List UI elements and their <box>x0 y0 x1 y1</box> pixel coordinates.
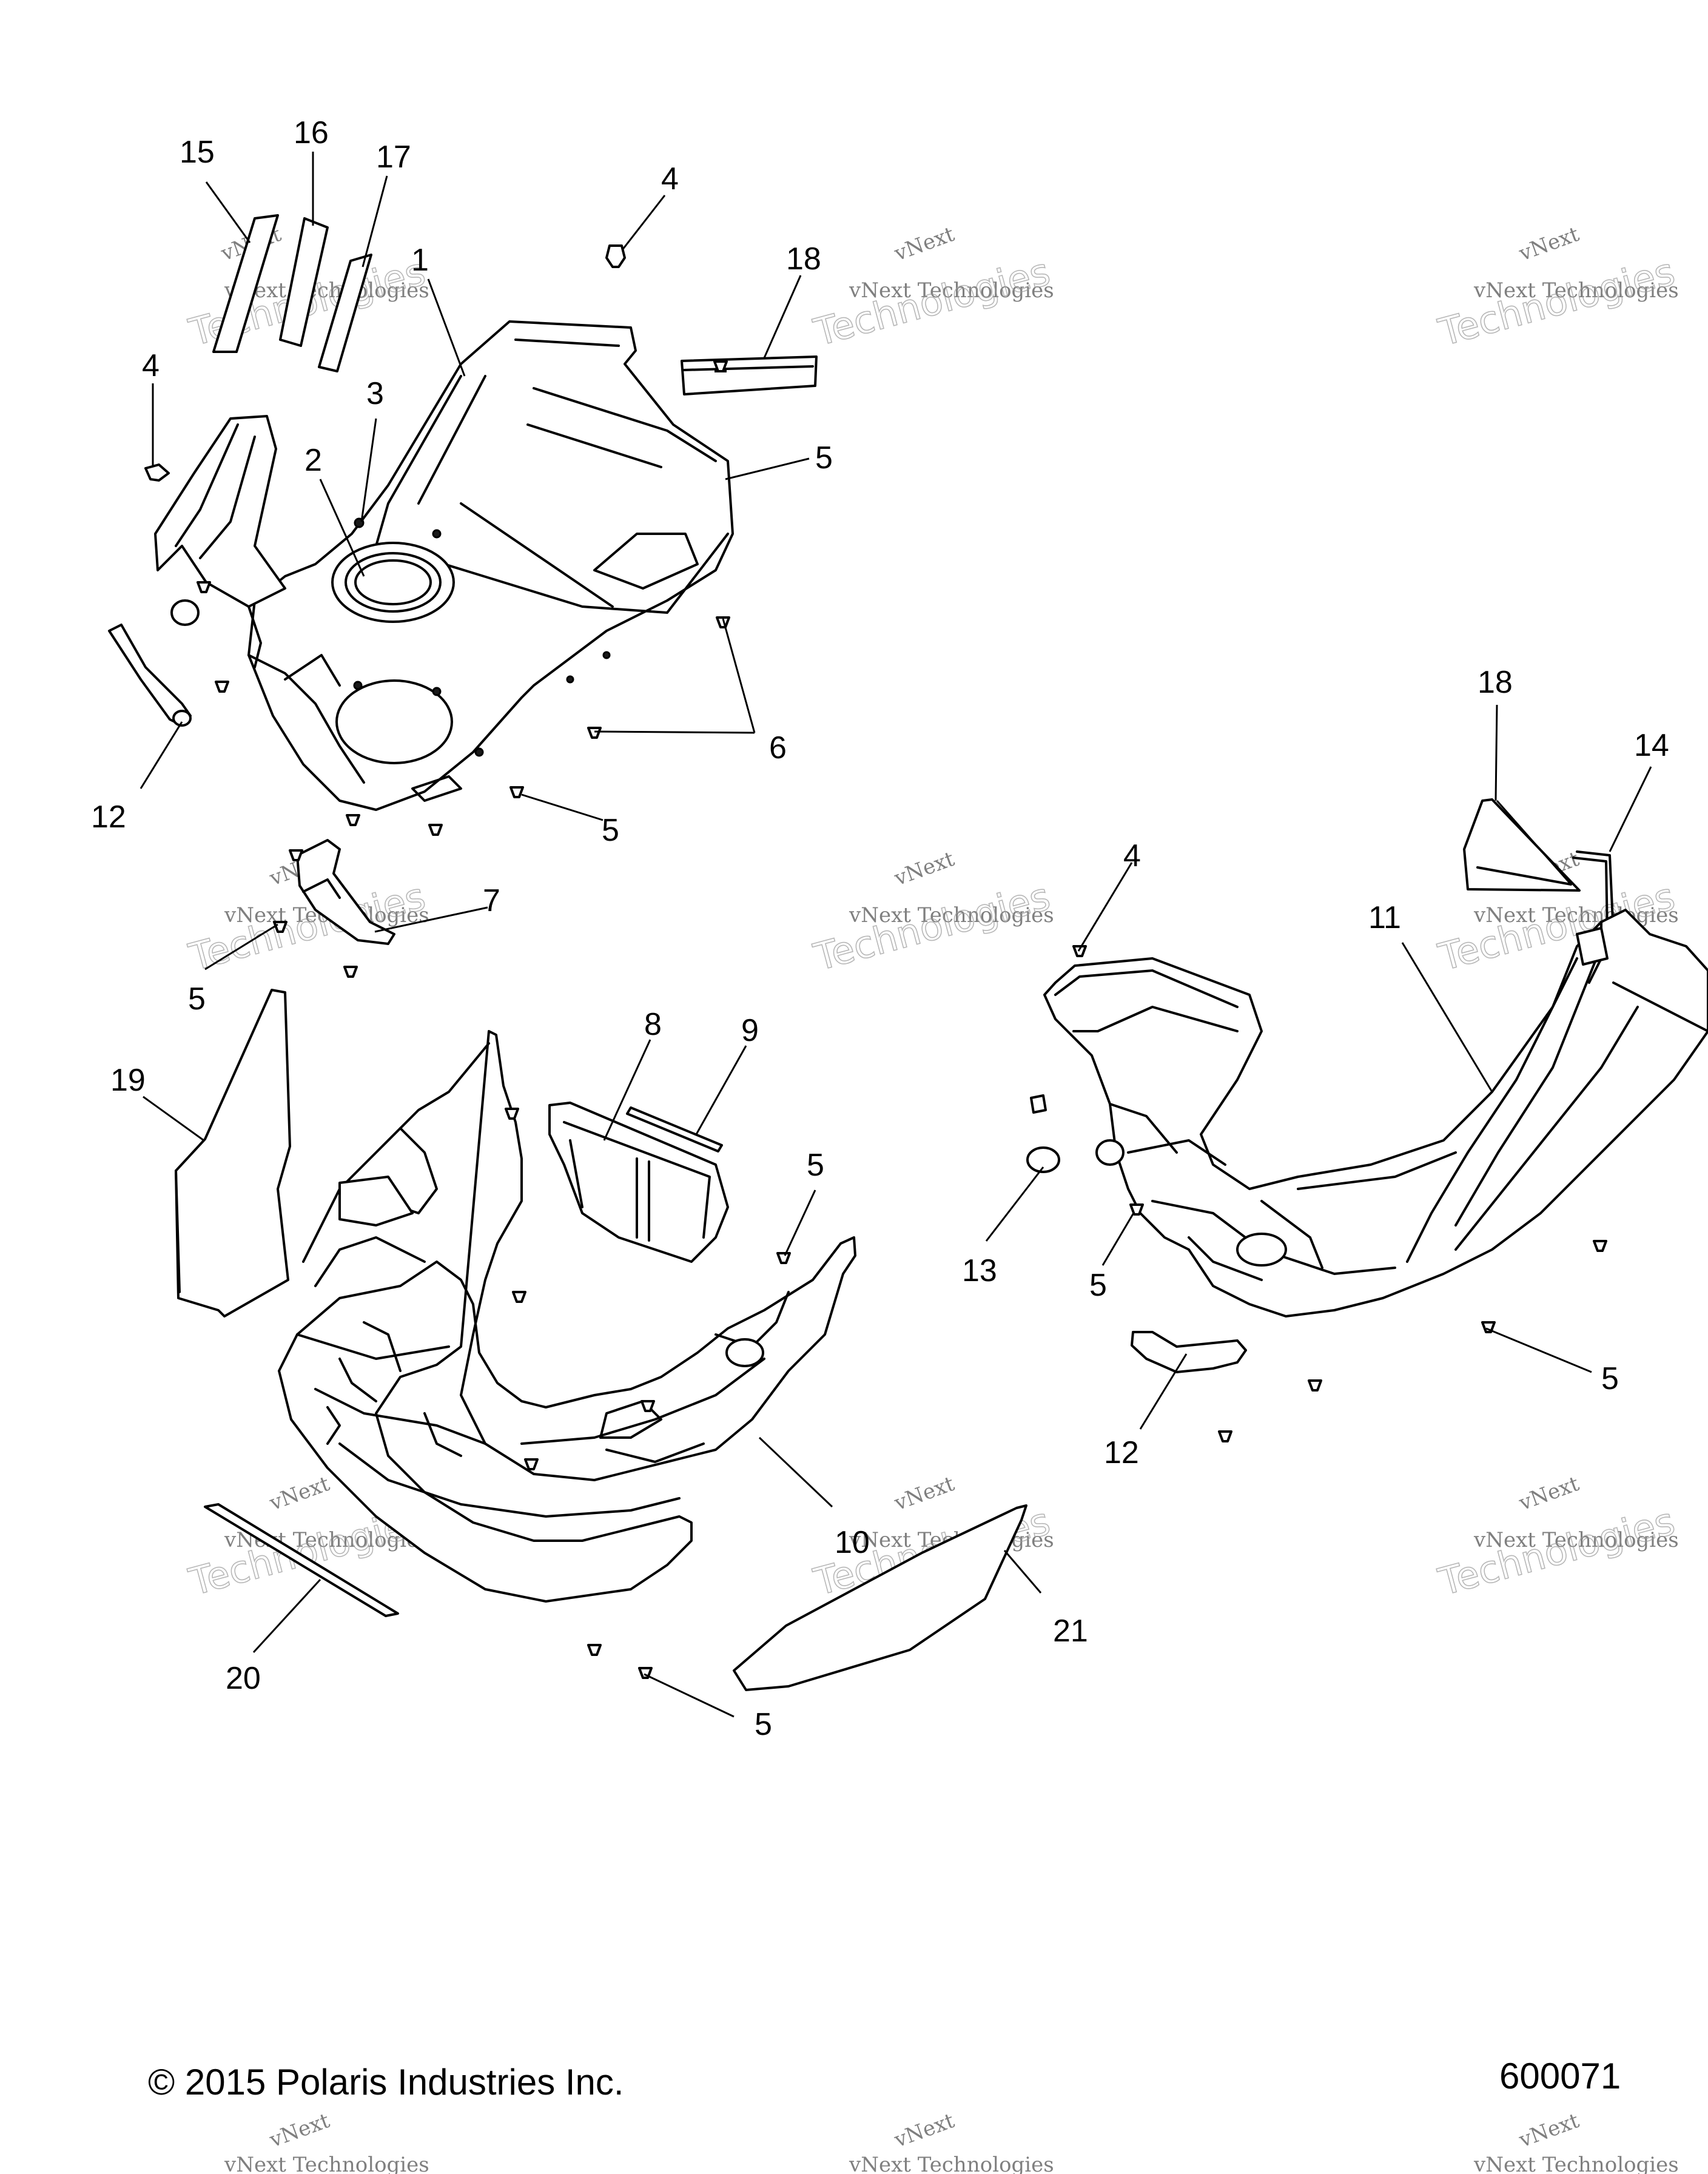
lower-panel-10 <box>278 1030 856 1603</box>
grommet <box>170 599 200 626</box>
watermark-top: vNext <box>1515 222 1582 266</box>
hood-panel-1 <box>247 320 734 811</box>
watermark-top: vNext <box>1515 2108 1582 2153</box>
watermark-top: vNext <box>266 2108 333 2153</box>
callout-20: 20 <box>226 1661 261 1696</box>
watermark-line: vNext Technologies <box>1473 278 1679 303</box>
callout-5: 5 <box>815 440 833 476</box>
callout-16: 16 <box>294 115 329 150</box>
callout-2: 2 <box>304 443 322 478</box>
copyright-notice: © 2015 Polaris Industries Inc. <box>148 2062 624 2102</box>
trim-12-right <box>1131 1331 1247 1373</box>
watermark-line: vNext Technologies <box>849 278 1054 303</box>
callout-18: 18 <box>1478 665 1513 700</box>
decal-20 <box>204 1503 399 1617</box>
callout-21: 21 <box>1053 1614 1088 1649</box>
watermark-top: vNext <box>1515 1472 1582 1516</box>
decal-18-top <box>681 355 818 395</box>
watermark-top: vNext <box>890 1472 958 1516</box>
callout-8: 8 <box>644 1007 662 1042</box>
decal-16 <box>279 217 329 347</box>
watermark-line: vNext Technologies <box>1473 1528 1679 1552</box>
leader-lines <box>140 152 1652 1718</box>
callout-5: 5 <box>1089 1268 1107 1303</box>
upper-hood-assembly <box>108 214 818 978</box>
callout-5: 5 <box>602 813 619 848</box>
callout-4: 4 <box>142 348 160 383</box>
callout-12: 12 <box>91 799 126 835</box>
watermark-top: vNext <box>890 847 958 891</box>
plug-13 <box>1026 1146 1060 1173</box>
watermark-top: vNext <box>890 2108 958 2153</box>
callout-18: 18 <box>786 241 821 277</box>
watermark-top: vNext <box>890 222 958 266</box>
vent-8 <box>548 1102 729 1263</box>
watermark-line: vNext Technologies <box>849 2153 1054 2174</box>
lower-hood-assembly <box>175 989 1027 1691</box>
decal-9 <box>626 1106 723 1153</box>
callout-19: 19 <box>110 1063 146 1098</box>
callout-12: 12 <box>1104 1435 1139 1470</box>
right-hood-assembly <box>1026 798 1708 1442</box>
pin-14 <box>1576 850 1615 935</box>
side-duct <box>154 415 286 608</box>
callout-5: 5 <box>1601 1361 1619 1396</box>
callout-6: 6 <box>769 730 787 766</box>
bracket-7 <box>296 839 395 945</box>
callout-4: 4 <box>661 161 679 197</box>
callout-13: 13 <box>962 1253 997 1288</box>
right-fasteners <box>1072 945 1607 1442</box>
decal-18-right <box>1463 798 1581 892</box>
callout-11: 11 <box>1368 900 1401 935</box>
watermark-line: vNext Technologies <box>849 903 1054 927</box>
watermark-top: vNext <box>266 1472 333 1516</box>
callout-15: 15 <box>180 135 215 170</box>
watermark-line: vNext Technologies <box>1473 903 1679 927</box>
lower-fasteners <box>505 1108 791 1679</box>
decal-15 <box>212 214 279 353</box>
callout-3: 3 <box>366 376 384 411</box>
callout-10: 10 <box>835 1525 870 1560</box>
push-rivets <box>144 244 730 978</box>
callout-5: 5 <box>755 1707 772 1742</box>
ring-2 <box>331 542 455 623</box>
watermark-line: vNext Technologies <box>224 2153 429 2174</box>
callout-5: 5 <box>807 1148 824 1183</box>
panel-19 <box>175 989 291 1318</box>
decal-21 <box>733 1504 1027 1691</box>
callout-labels: 15 16 17 1 4 18 4 3 2 5 12 6 5 7 5 19 8 … <box>91 115 1669 1742</box>
callout-14: 14 <box>1634 728 1669 763</box>
callout-17: 17 <box>376 140 411 175</box>
diagram-part-number: 600071 <box>1499 2056 1621 2096</box>
callout-9: 9 <box>741 1013 759 1048</box>
callout-1: 1 <box>411 243 429 278</box>
callout-7: 7 <box>483 883 500 918</box>
callout-4: 4 <box>1123 838 1141 873</box>
watermark-line: vNext Technologies <box>1473 2153 1679 2174</box>
callout-5: 5 <box>188 981 206 1017</box>
decal-17 <box>318 254 372 372</box>
